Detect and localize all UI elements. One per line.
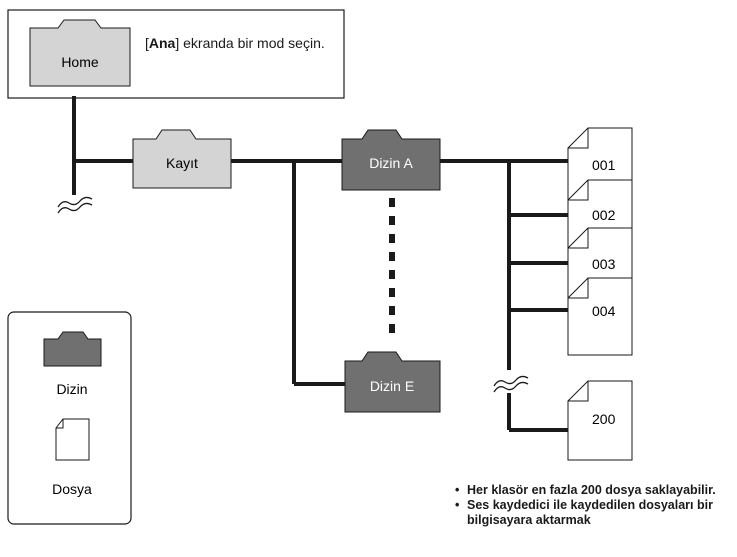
file-icon — [567, 277, 633, 356]
file-label: 001 — [592, 157, 616, 173]
folder-a-label: Dizin A — [369, 155, 413, 171]
legend-folder-label: Dizin — [56, 381, 87, 397]
file-label: 200 — [592, 411, 616, 427]
legend-file-label: Dosya — [52, 481, 92, 497]
home-folder-label: Home — [61, 54, 99, 70]
folder-e-icon — [344, 351, 441, 413]
folder-e-label: Dizin E — [370, 378, 414, 394]
folder-a-icon — [341, 129, 441, 191]
file-label: 003 — [592, 256, 616, 272]
note-item: •Ses kaydedici ile kaydedilen dosyaları … — [455, 498, 713, 527]
break-mark-icon — [57, 196, 93, 208]
home-folder-icon — [29, 19, 131, 87]
legend-file-icon — [55, 418, 90, 461]
note-item: •Her klasör en fazla 200 dosya saklayabi… — [455, 483, 716, 497]
break-mark-icon — [493, 375, 529, 387]
record-folder-icon — [132, 129, 232, 189]
home-mode-name: Ana — [148, 35, 176, 51]
notes-list: •Her klasör en fazla 200 dosya saklayabi… — [451, 483, 737, 528]
file-label: 004 — [592, 303, 616, 319]
legend-folder-icon — [43, 331, 102, 367]
home-instruction-text: [Ana] ekranda bir mod seçin. — [145, 35, 325, 51]
file-label: 002 — [592, 207, 616, 223]
record-folder-label: Kayıt — [166, 155, 198, 171]
